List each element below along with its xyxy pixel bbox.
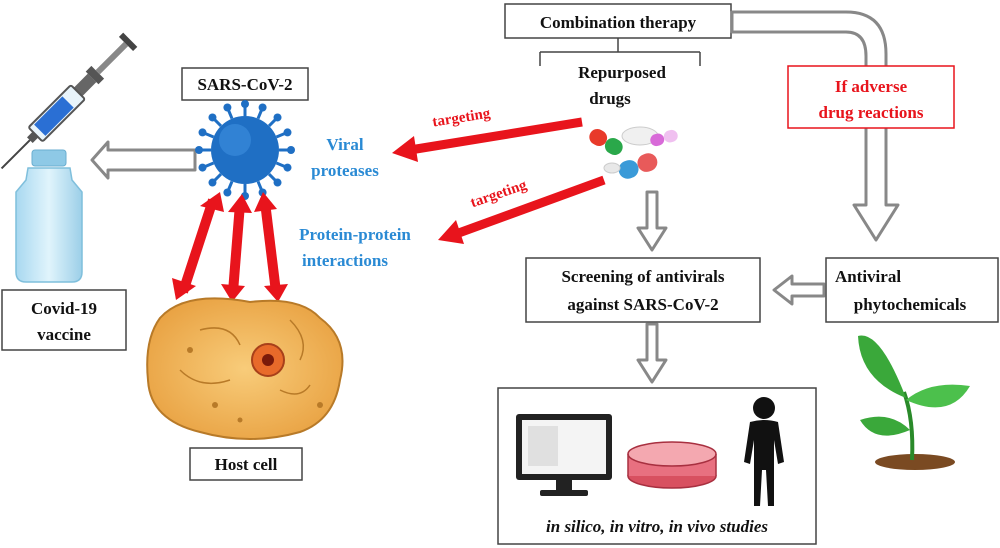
virus-spike-tip (287, 146, 295, 154)
host-cell-box: Host cell (189, 447, 303, 481)
svg-text:proteases: proteases (311, 161, 379, 180)
virus-spike-tip (198, 128, 207, 137)
virus-spike-tip (258, 103, 267, 112)
svg-text:Combination therapy: Combination therapy (540, 13, 697, 32)
virus-spike-tip (273, 113, 282, 122)
svg-text:Covid-19: Covid-19 (31, 299, 97, 318)
svg-text:Protein-protein: Protein-protein (299, 225, 411, 244)
computer-monitor-icon (516, 414, 612, 496)
virus-host-red-arrows (172, 192, 288, 302)
svg-text:against SARS-CoV-2: against SARS-CoV-2 (567, 295, 718, 314)
svg-text:Antiviral: Antiviral (835, 267, 901, 286)
covid-vaccine-box: Covid-19 vaccine (1, 289, 127, 351)
virus-spike-tip (208, 113, 217, 122)
svg-text:phytochemicals: phytochemicals (854, 295, 967, 314)
svg-text:Viral: Viral (326, 135, 363, 154)
virus-spike-tip (195, 146, 203, 154)
pills-to-screening-arrow (636, 190, 668, 252)
petri-dish-icon (627, 441, 717, 489)
phyto-to-screening-arrow (772, 274, 826, 306)
virus-spike-tip (283, 128, 292, 137)
host-cell-icon (146, 297, 344, 440)
virus-spike-tip (283, 163, 292, 172)
virus-spike-tip (241, 100, 249, 108)
protein-protein-interactions-label: Protein-protein interactions (299, 225, 411, 270)
repurposed-drugs-label: Repurposed drugs (578, 63, 666, 108)
sars-cov2-box: SARS-CoV-2 (181, 67, 309, 101)
svg-text:Host cell: Host cell (215, 455, 278, 474)
virus-spike-tip (273, 178, 282, 187)
human-silhouette-icon (744, 397, 784, 506)
svg-text:interactions: interactions (302, 251, 388, 270)
viral-proteases-label: Viral proteases (311, 135, 379, 180)
svg-text:vaccine: vaccine (37, 325, 91, 344)
syringe-icon (0, 32, 138, 170)
svg-text:SARS-CoV-2: SARS-CoV-2 (197, 75, 292, 94)
svg-text:drug reactions: drug reactions (819, 103, 924, 122)
svg-text:targeting: targeting (431, 106, 492, 131)
phytochemicals-box: Antiviral phytochemicals (825, 257, 999, 323)
svg-text:drugs: drugs (589, 89, 631, 108)
screening-to-studies-arrow (636, 322, 668, 384)
virus-spike-tip (223, 103, 232, 112)
targeting-arrow-ppi: targeting (438, 175, 606, 244)
adverse-reactions-box: If adverse drug reactions (787, 65, 955, 129)
virus-spike-tip (223, 188, 232, 197)
combination-therapy-box: Combination therapy (504, 3, 732, 39)
combination-to-phyto-curved-arrow (730, 10, 900, 242)
bracket (539, 38, 701, 66)
screening-box: Screening of antivirals against SARS-CoV… (525, 257, 761, 323)
vaccine-vial-icon (15, 149, 83, 283)
virus-spike-tip (208, 178, 217, 187)
virus-to-vaccine-arrow (90, 140, 197, 180)
plant-seedling-icon (858, 335, 970, 470)
virus-spike-tip (198, 163, 207, 172)
pills-icon (589, 126, 678, 179)
targeting-arrow-proteases: targeting (392, 106, 583, 162)
svg-text:If adverse: If adverse (835, 77, 908, 96)
svg-text:Screening of antivirals: Screening of antivirals (561, 267, 724, 286)
svg-text:Repurposed: Repurposed (578, 63, 666, 82)
virus-icon (195, 100, 295, 200)
svg-text:in silico, in vitro, in vivo s: in silico, in vitro, in vivo studies (546, 517, 768, 536)
